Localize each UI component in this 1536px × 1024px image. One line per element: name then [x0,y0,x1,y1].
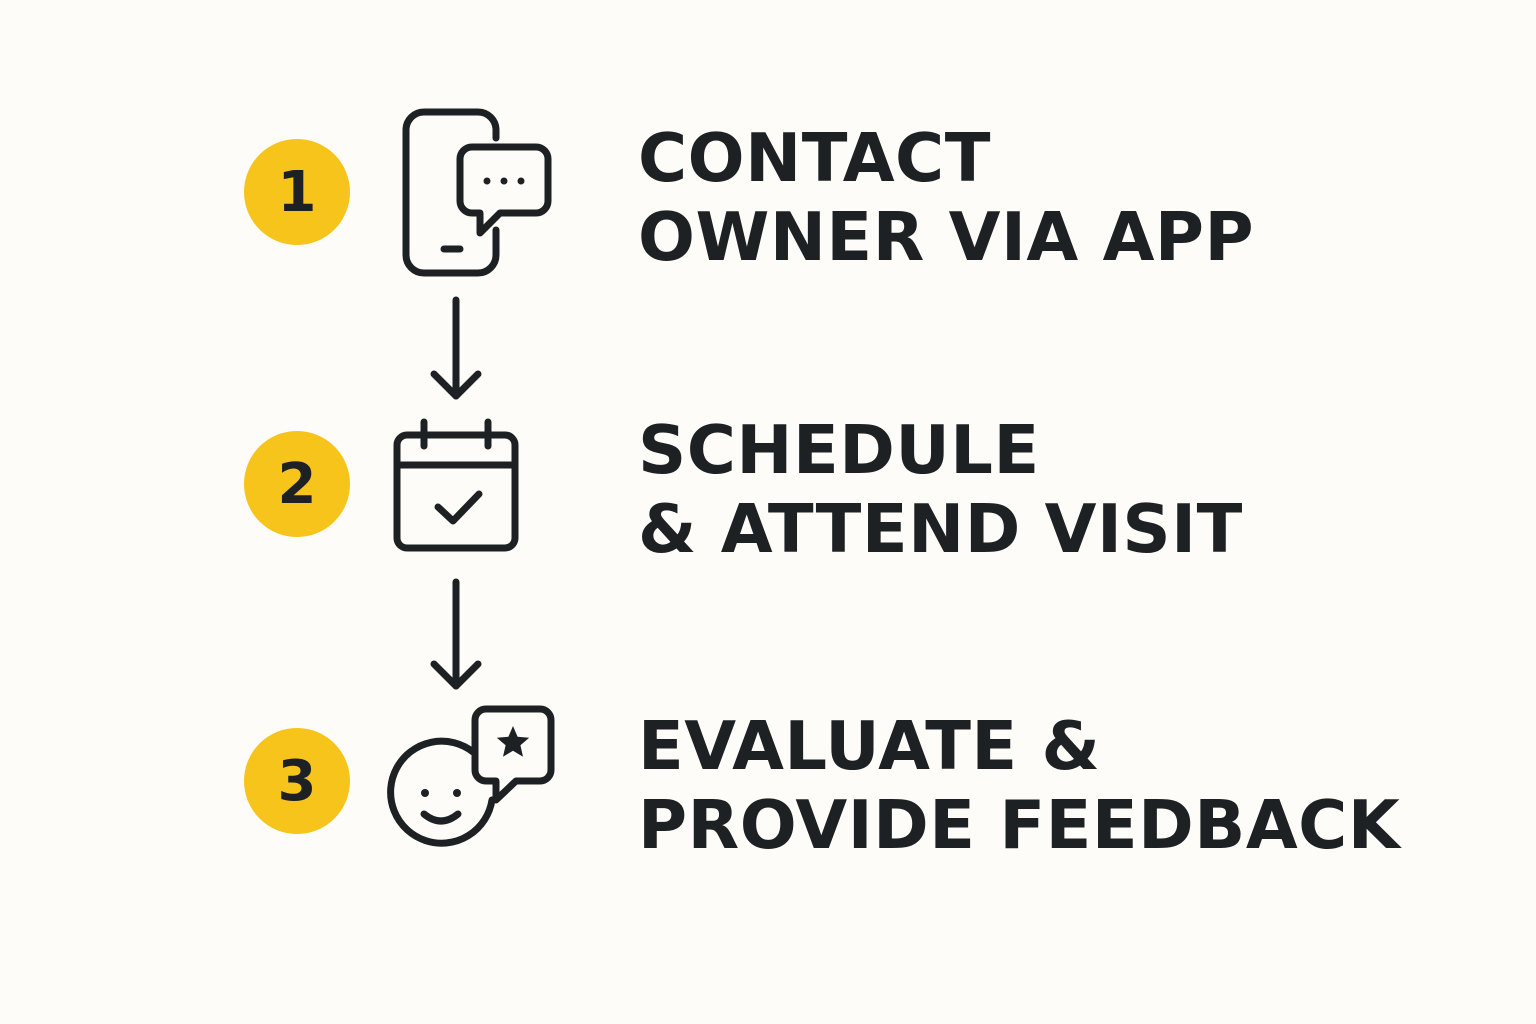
step-label-1: CONTACT OWNER VIA APP [638,119,1254,277]
step-label-3-line-1: EVALUATE & [638,707,1101,785]
arrow-down-icon [430,296,482,400]
calendar-check-icon [393,418,519,552]
step-label-2-line-2: & ATTEND VISIT [638,490,1243,568]
step-label-2: SCHEDULE & ATTEND VISIT [638,411,1243,569]
step-label-3-line-2: PROVIDE FEEDBACK [638,786,1401,864]
arrow-down-icon [430,578,482,690]
step-label-1-line-2: OWNER VIA APP [638,198,1255,276]
step-label-3: EVALUATE & PROVIDE FEEDBACK [638,707,1400,865]
step-number-badge-3: 3 [244,728,350,834]
step-number-badge-1: 1 [244,139,350,245]
phone-chat-icon [402,108,552,277]
step-label-2-line-1: SCHEDULE [638,411,1040,489]
step-label-1-line-1: CONTACT [638,119,991,197]
step-number-badge-2: 2 [244,431,350,537]
smiley-star-feedback-icon [387,705,555,847]
